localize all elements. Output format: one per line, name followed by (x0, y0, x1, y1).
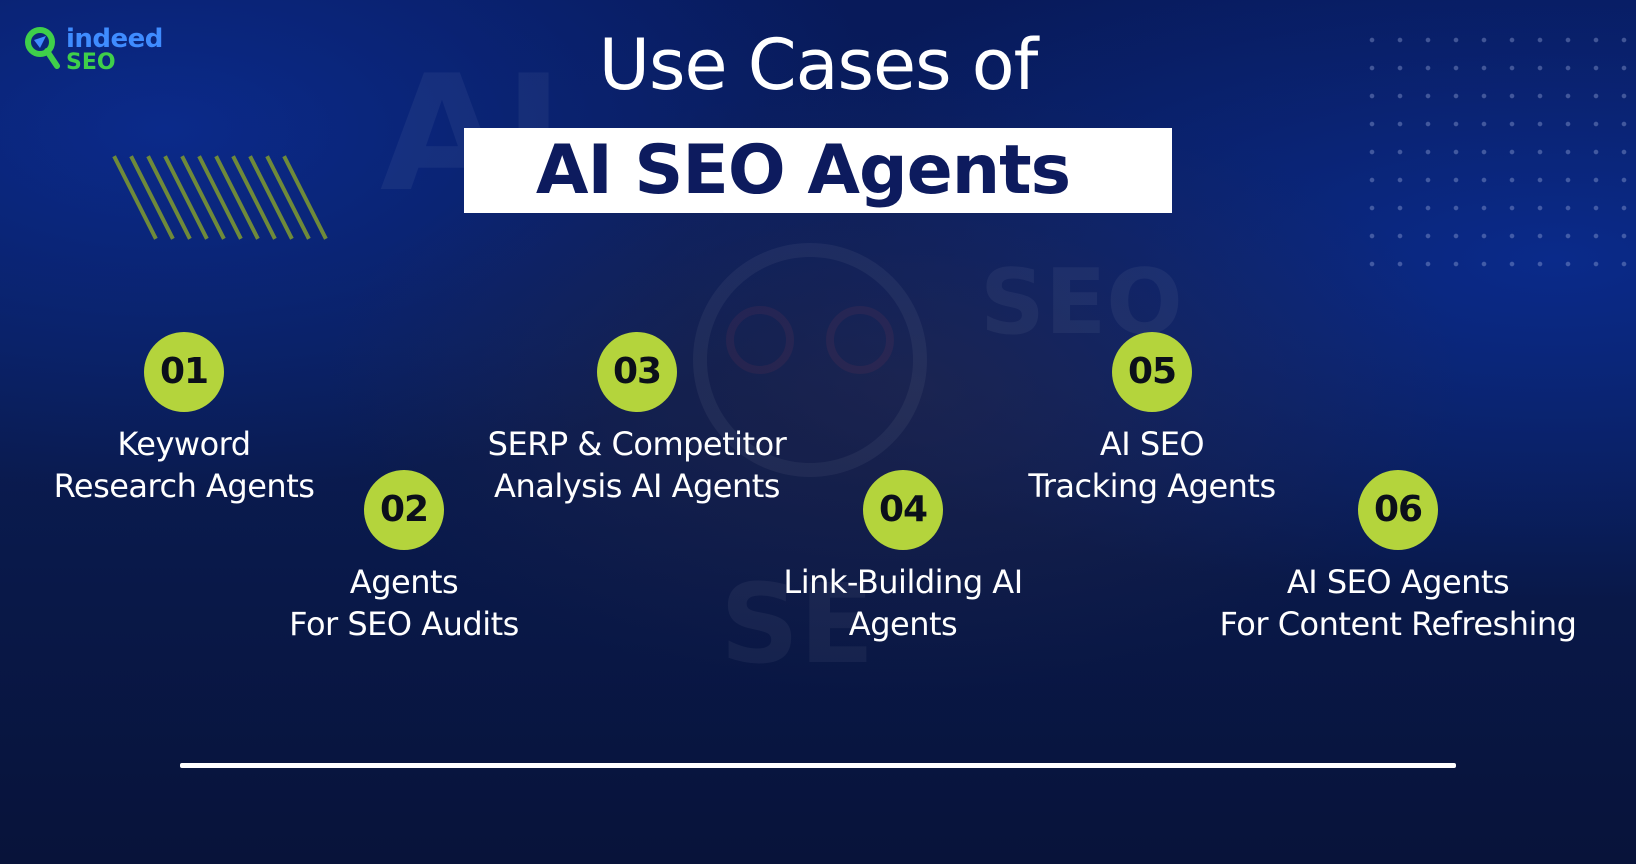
number-badge-06: 06 (1358, 470, 1438, 550)
use-case-04-line-1: Link-Building AI (783, 563, 1023, 601)
use-case-06-line-1: AI SEO Agents (1286, 563, 1510, 601)
heading-line-1: Use Cases of (598, 24, 1039, 106)
number-badge-05: 05 (1112, 332, 1192, 412)
number-badge-02: 02 (364, 470, 444, 550)
use-case-label-01: Keyword Research Agents (34, 423, 334, 507)
number-badge-01: 01 (144, 332, 224, 412)
use-case-05-line-1: AI SEO (1099, 425, 1205, 463)
bottom-divider (180, 763, 1456, 768)
use-case-03-line-1: SERP & Competitor (487, 425, 787, 463)
indeed-seo-logo[interactable]: indeed SEO (24, 24, 174, 76)
logo-word-seo: SEO (66, 50, 116, 75)
dot-grid-decoration (1358, 26, 1628, 276)
use-case-label-02: Agents For SEO Audits (254, 561, 554, 645)
number-badge-04: 04 (863, 470, 943, 550)
use-case-label-06: AI SEO Agents For Content Refreshing (1208, 561, 1588, 645)
use-case-03-line-2: Analysis AI Agents (494, 467, 780, 505)
use-case-06-line-2: For Content Refreshing (1219, 605, 1577, 643)
diagonal-stripes-decoration (112, 155, 328, 240)
use-case-label-03: SERP & Competitor Analysis AI Agents (462, 423, 812, 507)
use-case-01-line-1: Keyword (117, 425, 251, 463)
use-case-04-line-2: Agents (848, 605, 958, 643)
use-case-label-05: AI SEO Tracking Agents (1002, 423, 1302, 507)
number-badge-03: 03 (597, 332, 677, 412)
use-case-01-line-2: Research Agents (53, 467, 315, 505)
use-case-05-line-2: Tracking Agents (1028, 467, 1276, 505)
heading-highlight-box: AI SEO Agents (464, 128, 1172, 213)
magnifier-logo-icon (25, 27, 60, 69)
use-case-02-line-1: Agents (349, 563, 459, 601)
use-case-label-04: Link-Building AI Agents (753, 561, 1053, 645)
use-case-02-line-2: For SEO Audits (289, 605, 519, 643)
heading-line-2: AI SEO Agents (535, 131, 1071, 210)
logo-word-indeed: indeed (66, 24, 163, 54)
